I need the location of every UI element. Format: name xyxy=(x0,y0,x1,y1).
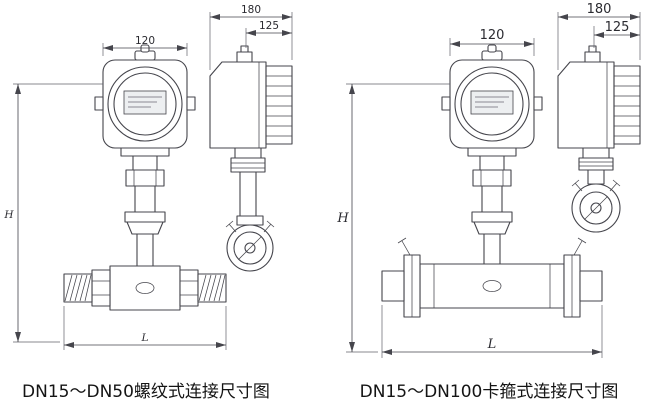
thread-hatch-right xyxy=(198,274,226,302)
side-bolt xyxy=(94,96,104,111)
dim-label-height-right: H xyxy=(336,211,349,226)
brand-mark xyxy=(482,280,502,292)
dim-head-width-left: 120 xyxy=(102,35,188,56)
clamp-bolt-right xyxy=(573,237,587,256)
right-dimensions: 120 H L 180 1 xyxy=(336,2,641,358)
clamp-fitting xyxy=(571,179,621,233)
right-caption: DN15～DN100卡箍式连接尺寸图 xyxy=(360,382,619,402)
dim-label-depth-total-left: 180 xyxy=(241,4,261,16)
dim-depth-front-left: 125 xyxy=(245,20,292,48)
side-bolt xyxy=(186,96,196,111)
thread-hatch-left xyxy=(64,274,92,302)
dim-length-right: L xyxy=(381,305,603,358)
left-caption: DN15～DN50螺纹式连接尺寸图 xyxy=(22,382,270,402)
dim-length-left: L xyxy=(63,306,227,350)
clamp-fitting xyxy=(225,220,275,272)
clamp-bolt-left xyxy=(397,237,411,256)
transmitter-head xyxy=(441,44,543,149)
display-screen xyxy=(123,90,167,115)
dim-label-head-width-right: 120 xyxy=(480,28,505,43)
pipe-body-threaded xyxy=(63,265,227,311)
left-dimensions: 120 H L 180 1 xyxy=(3,4,293,350)
dim-height-left: H xyxy=(3,83,103,343)
meter-stem xyxy=(467,147,517,265)
dim-label-head-width-left: 120 xyxy=(135,35,155,47)
dim-label-depth-total-right: 180 xyxy=(587,2,612,17)
dim-label-height-left: H xyxy=(3,209,14,221)
right-assembly: 120 H L 180 1 xyxy=(336,2,641,358)
left-front-view xyxy=(63,44,227,311)
terminal-fins xyxy=(613,65,641,145)
dim-head-width-right: 120 xyxy=(449,28,535,56)
dim-height-right: H xyxy=(336,83,450,353)
dim-depth-total-left: 180 xyxy=(209,4,293,70)
terminal-fins xyxy=(265,65,293,145)
display-screen xyxy=(470,90,514,115)
dim-label-depth-front-right: 125 xyxy=(605,20,630,35)
left-side-view xyxy=(209,45,293,272)
dim-depth-total-right: 180 xyxy=(557,2,641,70)
meter-stem xyxy=(120,147,170,267)
right-front-view xyxy=(381,44,603,318)
brand-mark xyxy=(135,282,155,294)
side-bolt xyxy=(441,96,451,111)
transmitter-head xyxy=(94,44,196,149)
dim-label-depth-front-left: 125 xyxy=(259,20,279,32)
dim-depth-front-right: 125 xyxy=(593,20,640,48)
left-assembly: 120 H L 180 1 xyxy=(3,4,293,350)
dim-label-length-left: L xyxy=(141,332,149,344)
side-bolt xyxy=(533,96,543,111)
pipe-body-clamp xyxy=(381,237,603,318)
right-side-view xyxy=(557,45,641,233)
dim-label-length-right: L xyxy=(487,337,497,352)
